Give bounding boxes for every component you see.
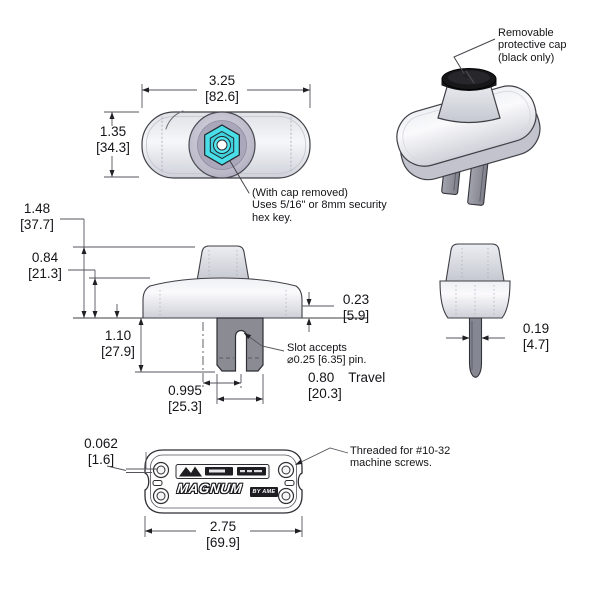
dim-pin-width-text: 0.19 [4.7] xyxy=(522,321,550,352)
brand-magnum: MAGNUM xyxy=(176,481,244,496)
side-dims-arrows xyxy=(462,335,489,341)
side-cap xyxy=(445,243,505,282)
bottom-dims-lines xyxy=(106,447,349,537)
prong-block xyxy=(216,317,264,372)
front-body xyxy=(142,277,303,319)
dim-top-width xyxy=(141,84,311,108)
hex-note-leader xyxy=(229,160,250,194)
side-pin xyxy=(468,317,483,378)
dim-top-height-arrows xyxy=(109,112,115,177)
iso-view-drawing xyxy=(396,38,541,206)
dim-screw-span-text: 2.75 [69.9] xyxy=(206,519,240,550)
dim-body-height-text: 0.84 [21.3] xyxy=(28,250,62,281)
hex-key-note: (With cap removed) Uses 5/16" or 8mm sec… xyxy=(252,187,387,224)
brand-byline: BY AME xyxy=(250,487,278,497)
front-cap xyxy=(196,245,250,282)
front-dims-arrows xyxy=(81,247,312,402)
top-view-drawing xyxy=(141,110,311,194)
front-view-drawing xyxy=(73,245,368,390)
dim-top-width-arrows xyxy=(142,87,310,93)
label-plate-art xyxy=(179,466,266,477)
dim-lip-text: 0.23 [5.9] xyxy=(342,292,370,323)
dim-recess-text: 0.062 [1.6] xyxy=(84,436,118,467)
dim-overall-height-text: 1.48 [37.7] xyxy=(20,201,54,232)
screw-holes xyxy=(152,461,295,505)
dim-slot-depth-text: 1.10 [27.9] xyxy=(101,328,135,359)
removable-cap-callout: Removable protective cap (black only) xyxy=(498,27,567,64)
dim-top-height-text: 1.35 [34.3] xyxy=(96,124,130,155)
thread-note: Threaded for #10-32 machine screws. xyxy=(350,445,451,470)
cap-callout-leader xyxy=(453,38,496,81)
bottom-view-drawing xyxy=(144,449,303,514)
bottom-dims-arrows xyxy=(145,459,303,534)
side-body xyxy=(439,280,511,319)
slot-note: Slot accepts ⌀0.25 [6.35] pin. xyxy=(287,342,367,367)
dim-prong-width-text: 0.995 [25.3] xyxy=(168,383,202,414)
side-view-drawing xyxy=(439,243,511,378)
dim-top-width-text: 3.25 [82.6] xyxy=(205,73,239,104)
